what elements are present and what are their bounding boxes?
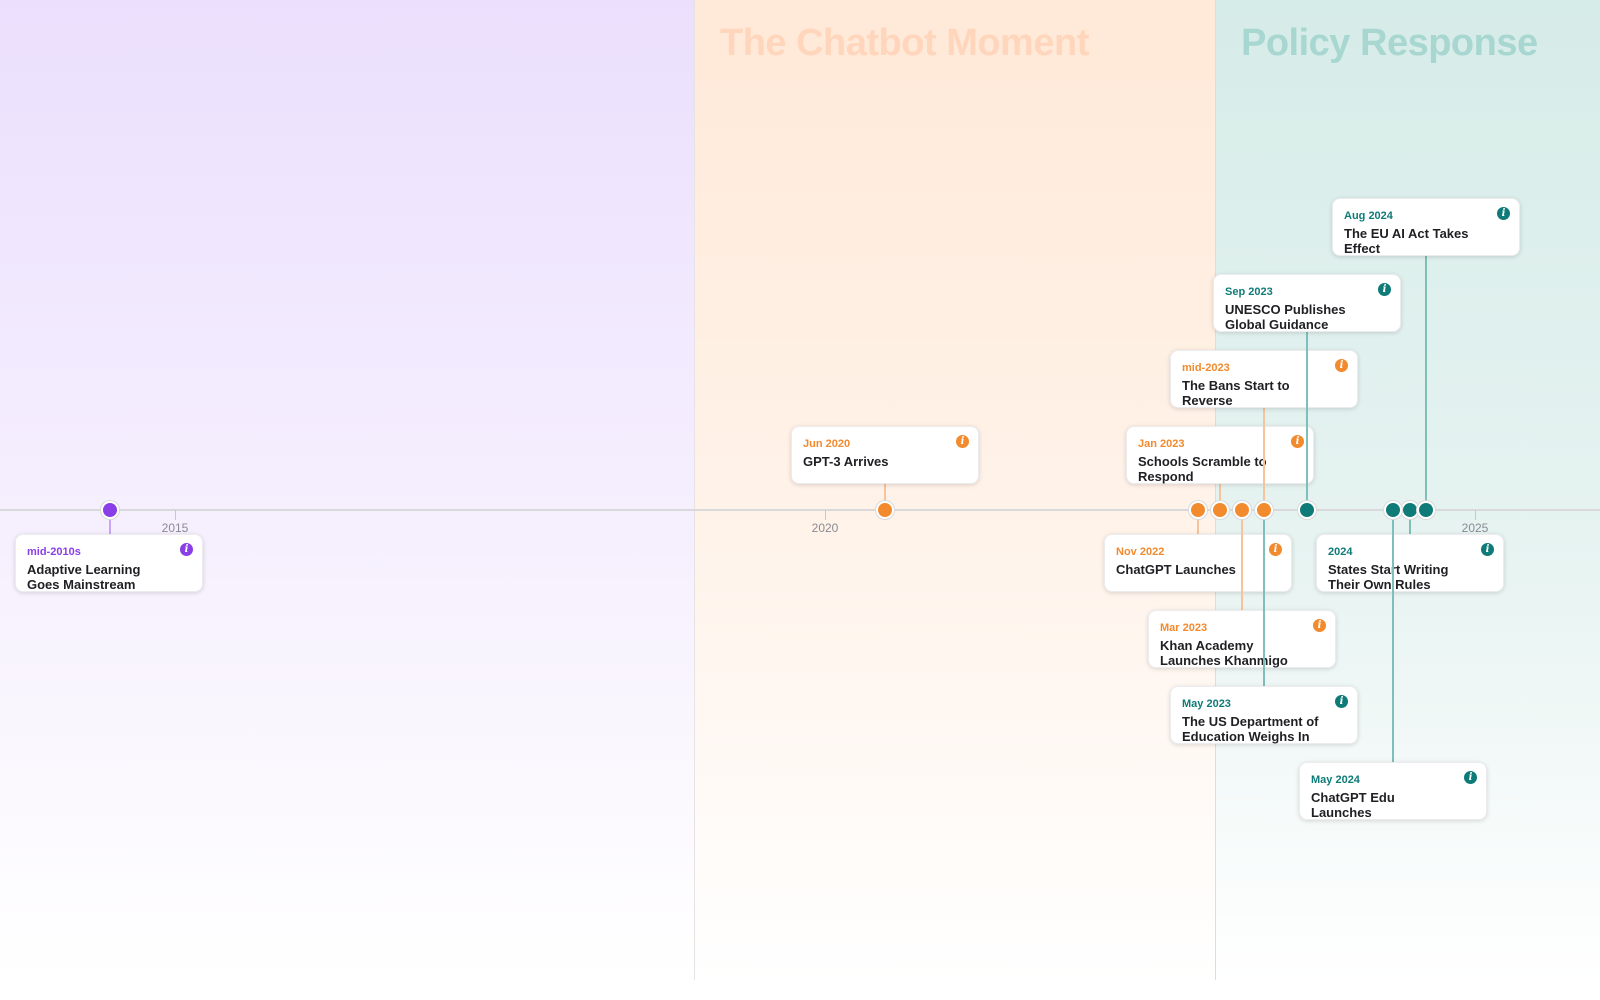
event-connector [1263, 510, 1265, 686]
event-date: 2024 [1328, 546, 1353, 558]
event-marker[interactable] [1189, 501, 1207, 519]
event-marker[interactable] [1233, 501, 1251, 519]
event-connector [1263, 408, 1265, 509]
info-icon[interactable]: i [1335, 695, 1348, 708]
event-marker[interactable] [876, 501, 894, 519]
event-title: The EU AI Act Takes Effect [1344, 226, 1469, 256]
event-date: Nov 2022 [1116, 546, 1165, 558]
info-icon[interactable]: i [1497, 207, 1510, 220]
event-date: Jun 2020 [803, 438, 851, 450]
era-band-early [0, 0, 694, 980]
info-icon[interactable]: i [956, 435, 969, 448]
event-title: Schools Scramble to Respond [1138, 454, 1267, 484]
event-marker[interactable] [1211, 501, 1229, 519]
info-icon[interactable]: i [180, 543, 193, 556]
event-title: The Bans Start to Reverse [1182, 378, 1290, 408]
info-icon[interactable]: i [1481, 543, 1494, 556]
event-title: ChatGPT Launches [1116, 562, 1236, 577]
event-date: mid-2023 [1182, 362, 1230, 374]
event-connector [1219, 484, 1221, 509]
event-title: Adaptive Learning Goes Mainstream [27, 562, 141, 592]
event-connector [109, 510, 111, 534]
event-connector [1241, 510, 1243, 610]
info-icon[interactable]: i [1291, 435, 1304, 448]
info-icon[interactable]: i [1313, 619, 1326, 632]
event-title: ChatGPT Edu Launches [1311, 790, 1395, 820]
event-date: Aug 2024 [1344, 210, 1393, 222]
axis-tick-label: 2025 [1461, 521, 1489, 535]
axis-tick-label: 2015 [161, 521, 189, 535]
event-marker[interactable] [101, 501, 119, 519]
event-title: GPT-3 Arrives [803, 454, 889, 469]
event-connector [1306, 332, 1308, 509]
info-icon[interactable]: i [1335, 359, 1348, 372]
event-date: Sep 2023 [1225, 286, 1273, 298]
event-marker[interactable] [1384, 501, 1402, 519]
event-title: Khan Academy Launches Khanmigo [1160, 638, 1288, 668]
era-band-policy-response: Policy Response [1215, 0, 1600, 980]
info-icon[interactable]: i [1378, 283, 1391, 296]
event-connector [1425, 256, 1427, 509]
event-title: States Start Writing Their Own Rules [1328, 562, 1449, 592]
event-date: May 2023 [1182, 698, 1231, 710]
event-title: UNESCO Publishes Global Guidance [1225, 302, 1346, 332]
info-icon[interactable]: i [1464, 771, 1477, 784]
info-icon[interactable]: i [1269, 543, 1282, 556]
event-marker[interactable] [1298, 501, 1316, 519]
axis-tick [1475, 510, 1476, 520]
timeline-axis [0, 509, 1600, 511]
event-connector [1197, 510, 1199, 534]
axis-tick-label: 2020 [811, 521, 839, 535]
event-connector [1409, 510, 1411, 534]
event-marker[interactable] [1255, 501, 1273, 519]
event-date: Jan 2023 [1138, 438, 1185, 450]
axis-tick [175, 510, 176, 520]
event-date: May 2024 [1311, 774, 1360, 786]
event-title: The US Department of Education Weighs In [1182, 714, 1319, 744]
event-connector [884, 484, 886, 509]
event-date: mid-2010s [27, 546, 81, 558]
axis-tick [825, 510, 826, 520]
event-date: Mar 2023 [1160, 622, 1208, 634]
event-connector [1392, 510, 1394, 762]
era-band-chatbot-moment: The Chatbot Moment [694, 0, 1216, 980]
event-marker[interactable] [1417, 501, 1435, 519]
era-title: The Chatbot Moment [720, 22, 1089, 64]
era-title: Policy Response [1241, 22, 1538, 64]
